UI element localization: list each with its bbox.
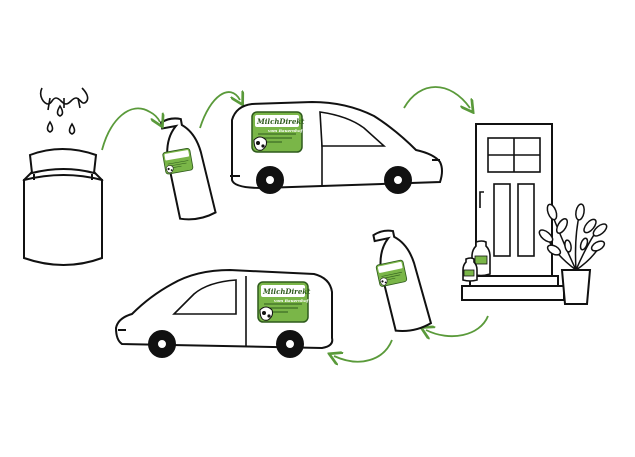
flow-arrow-icon: [101, 86, 489, 362]
cow-udder-icon: [39, 87, 89, 111]
van-logo-top: MilchDirekt vom Bauernhof: [251, 111, 305, 153]
potted-plant-icon: [538, 203, 608, 305]
milk-drops-icon: [46, 104, 76, 135]
van-logo-bottom: MilchDirekt vom Bauernhof: [257, 281, 311, 323]
milk-bottle-icon: [462, 240, 491, 282]
brand-tagline: vom Bauernhof: [274, 298, 310, 303]
milk-bottle-icon: [372, 229, 433, 333]
milk-bottle-icon: [160, 117, 217, 221]
brand-tagline: vom Bauernhof: [268, 128, 304, 133]
brand-name: MilchDirekt: [262, 287, 311, 296]
milk-can-icon: [22, 148, 104, 266]
front-door-icon: [461, 123, 565, 301]
brand-name: MilchDirekt: [256, 117, 305, 126]
